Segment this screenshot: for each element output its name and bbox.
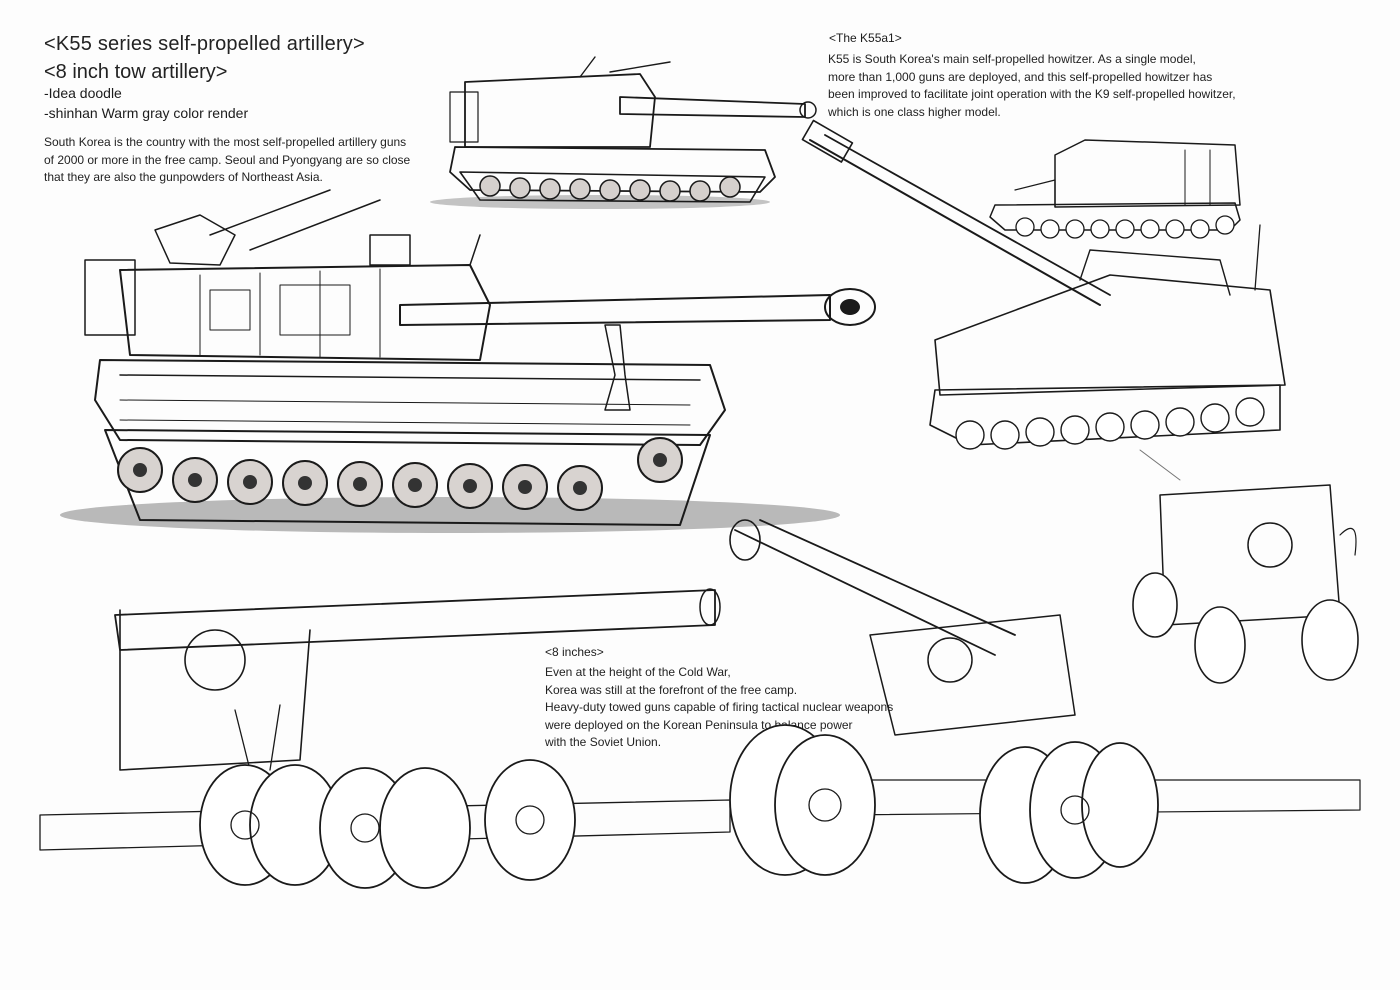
towed-gun-rear-view-sketch <box>1132 484 1359 684</box>
eight-inch-line: with the Soviet Union. <box>545 735 662 749</box>
intro-line: that they are also the gunpowders of Nor… <box>44 170 323 184</box>
k55a1-side-sketch <box>989 139 1241 239</box>
intro-line: of 2000 or more in the free camp. Seoul … <box>44 152 411 167</box>
page-title-line-1: <K55 series self-propelled artillery> <box>44 33 365 55</box>
k55a1-line: been improved to facilitate joint operat… <box>828 87 1236 101</box>
subtitle-line-2: -shinhan Warm gray color render <box>44 105 249 121</box>
eight-inch-paragraph: Even at the height of the Cold War, Kore… <box>545 664 893 752</box>
k55a1-line: which is one class higher model. <box>828 104 1001 119</box>
intro-line: South Korea is the country with the most… <box>44 135 407 149</box>
k55a1-line: K55 is South Korea's main self-propelled… <box>828 52 1196 66</box>
k55a1-heading: <The K55a1> <box>829 31 902 45</box>
k55a1-raised-gun-sketch <box>801 119 1286 481</box>
intro-paragraph: South Korea is the country with the most… <box>44 134 410 187</box>
eight-inch-line: Korea was still at the forefront of the … <box>545 682 798 697</box>
eight-inch-heading: <8 inches> <box>545 645 604 659</box>
eight-inch-towed-gun-right-sketch <box>729 519 1361 884</box>
eight-inch-towed-gun-left-sketch <box>39 588 731 889</box>
page-title-line-2: <8 inch tow artillery> <box>44 61 228 83</box>
subtitle-line-1: -Idea doodle <box>44 85 122 101</box>
k55a1-paragraph: K55 is South Korea's main self-propelled… <box>828 51 1236 121</box>
k55-main-render-sketch <box>60 189 876 533</box>
k55a1-line: more than 1,000 guns are deployed, and t… <box>828 69 1213 84</box>
eight-inch-line: Heavy-duty towed guns capable of firing … <box>545 700 894 714</box>
eight-inch-line: Even at the height of the Cold War, <box>545 665 731 679</box>
k55-top-doodle-sketch <box>430 56 817 209</box>
